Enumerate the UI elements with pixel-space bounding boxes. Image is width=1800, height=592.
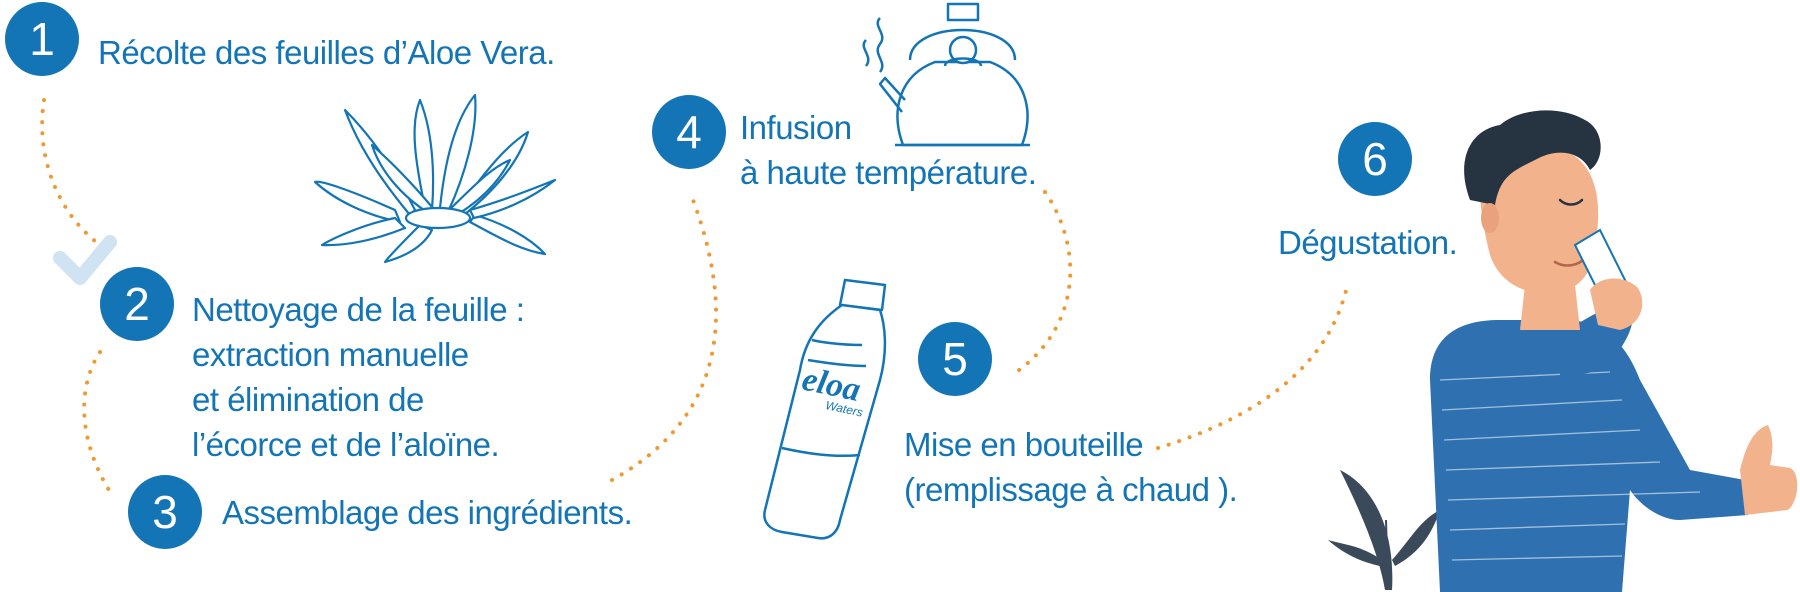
step-5-line-2: (remplissage à chaud ). <box>904 471 1238 508</box>
step-number-4: 4 <box>652 95 726 169</box>
step-number-1: 1 <box>5 2 79 76</box>
aloe-plant-icon <box>313 93 557 264</box>
connector-1-2 <box>40 98 102 247</box>
step-2-line-3: et élimination de <box>192 381 424 418</box>
bottle-icon <box>763 278 887 540</box>
dotted-connectors <box>40 98 1350 497</box>
kettle-icon <box>862 2 1030 147</box>
person-drinking-icon <box>1430 110 1798 592</box>
step-text-6: Dégustation. <box>1278 220 1458 265</box>
step-text-4: Infusion à haute température. <box>740 105 1037 195</box>
step-number-6: 6 <box>1338 122 1412 196</box>
connector-4-5 <box>1010 190 1073 377</box>
leaf-plant-icon <box>1328 470 1440 591</box>
step-3-line-1: Assemblage des ingrédients. <box>222 494 633 531</box>
step-1-line-1: Récolte des feuilles d’Aloe Vera. <box>98 34 555 71</box>
step-text-5: Mise en bouteille (remplissage à chaud )… <box>904 422 1238 512</box>
step-2-line-2: extraction manuelle <box>192 336 469 373</box>
connector-5-6 <box>1156 280 1350 450</box>
connector-2-3 <box>82 350 114 497</box>
step-text-1: Récolte des feuilles d’Aloe Vera. <box>98 30 555 75</box>
step-4-line-1: Infusion <box>740 109 852 146</box>
step-number-3: 3 <box>128 475 202 549</box>
step-2-line-4: l’écorce et de l’aloïne. <box>192 426 500 463</box>
checkmark-icon <box>53 235 117 285</box>
step-number-5: 5 <box>918 322 992 396</box>
step-number-2: 2 <box>100 267 174 341</box>
step-5-line-1: Mise en bouteille <box>904 426 1144 463</box>
connector-3-4 <box>610 190 719 482</box>
step-6-line-1: Dégustation. <box>1278 224 1458 261</box>
step-2-line-1: Nettoyage de la feuille : <box>192 291 525 328</box>
step-4-line-2: à haute température. <box>740 154 1037 191</box>
step-text-3: Assemblage des ingrédients. <box>222 490 633 535</box>
step-text-2: Nettoyage de la feuille : extraction man… <box>192 287 525 467</box>
